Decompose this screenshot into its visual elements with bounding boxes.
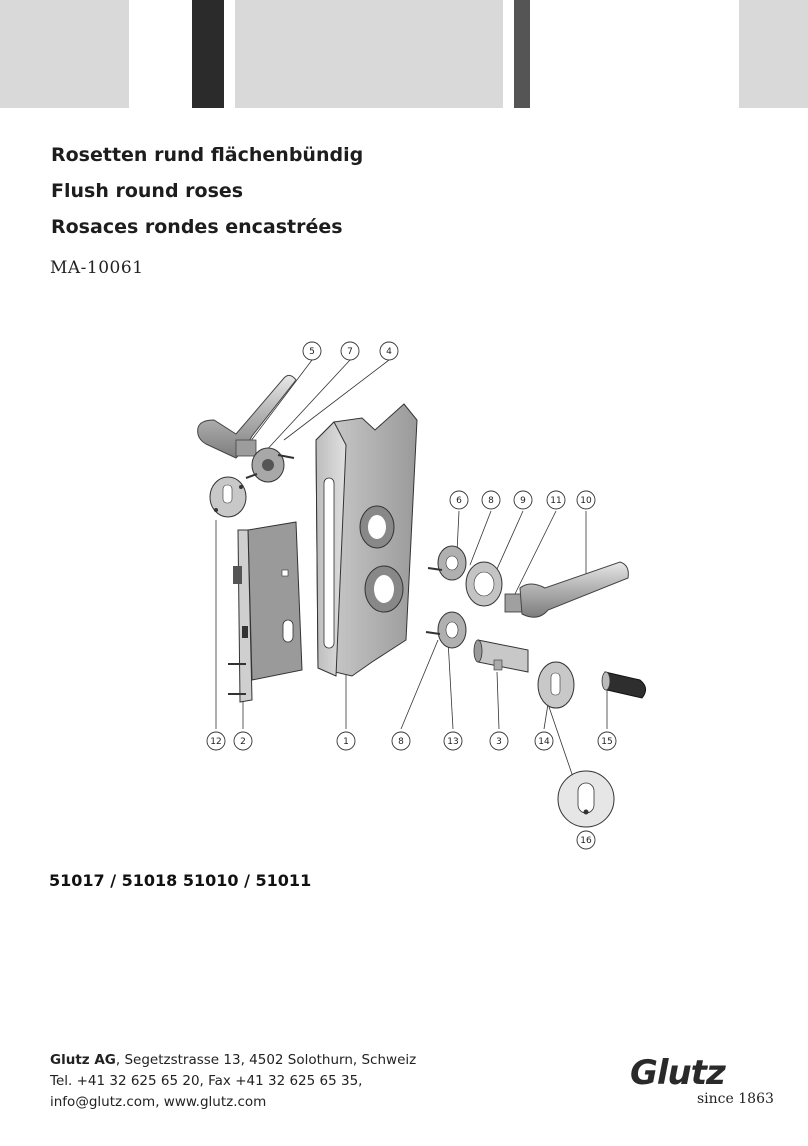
- callout-4: 4: [386, 347, 392, 357]
- callout-3: 3: [496, 737, 502, 747]
- callout-5: 5: [309, 347, 315, 357]
- rose-upper: [245, 447, 295, 483]
- footer-address: Glutz AG, Segetzstrasse 13, 4502 Solothu…: [50, 1050, 416, 1113]
- callout-9: 9: [520, 496, 526, 506]
- document-number: MA-10061: [50, 258, 144, 278]
- title-french: Rosaces rondes encastrées: [51, 216, 343, 238]
- header-bar-5: [739, 0, 808, 108]
- footer-contact: info@glutz.com, www.glutz.com: [50, 1094, 267, 1110]
- glutz-logo: Glutz: [630, 1053, 726, 1093]
- header-bar-3: [235, 0, 503, 108]
- callout-1: 1: [343, 737, 349, 747]
- company-name: Glutz AG: [50, 1052, 116, 1068]
- callout-14: 14: [538, 737, 550, 747]
- article-numbers: 51017 / 51018 51010 / 51011: [49, 871, 312, 890]
- logo-tagline: since 1863: [697, 1091, 774, 1107]
- cylinder-rose: [537, 661, 575, 709]
- callout-15: 15: [601, 737, 612, 747]
- callout-circles: [206, 341, 617, 850]
- rose-cover-ring: [465, 561, 503, 607]
- callout-labels: 5 7 4 6 8 9 11 10 12 2 1 8 13 3 14 15 16: [210, 347, 612, 846]
- footer-phone-fax: Tel. +41 32 625 65 20, Fax +41 32 625 65…: [50, 1073, 363, 1089]
- callout-12: 12: [210, 737, 221, 747]
- callout-2: 2: [240, 737, 246, 747]
- header-bar-1: [0, 0, 129, 108]
- callout-13: 13: [447, 737, 458, 747]
- callout-11: 11: [550, 496, 561, 506]
- detail-rose: [557, 770, 615, 828]
- callout-16: 16: [580, 836, 592, 846]
- door-leaf: [315, 403, 418, 677]
- title-german: Rosetten rund flächenbündig: [51, 144, 364, 166]
- company-address: , Segetzstrasse 13, 4502 Solothurn, Schw…: [115, 1052, 417, 1068]
- profile-cylinder: [473, 639, 529, 673]
- title-english: Flush round roses: [51, 180, 244, 202]
- callout-8-upper: 8: [488, 496, 494, 506]
- callout-10: 10: [580, 496, 592, 506]
- mortise-lock: [228, 521, 303, 703]
- thumb-turn: [601, 671, 646, 699]
- callout-6: 6: [456, 496, 462, 506]
- lever-handle-upper: [197, 374, 297, 459]
- header-bar-4: [514, 0, 530, 108]
- callout-7: 7: [347, 347, 353, 357]
- rose-mount-upper-right: [427, 545, 467, 581]
- cover-rose-left: [209, 476, 247, 518]
- header-bar-2: [192, 0, 224, 108]
- lever-handle-right: [504, 561, 629, 618]
- footer-line-company: Glutz AG, Segetzstrasse 13, 4502 Solothu…: [50, 1050, 416, 1071]
- rose-mount-lower: [425, 611, 467, 649]
- callout-8-lower: 8: [398, 737, 404, 747]
